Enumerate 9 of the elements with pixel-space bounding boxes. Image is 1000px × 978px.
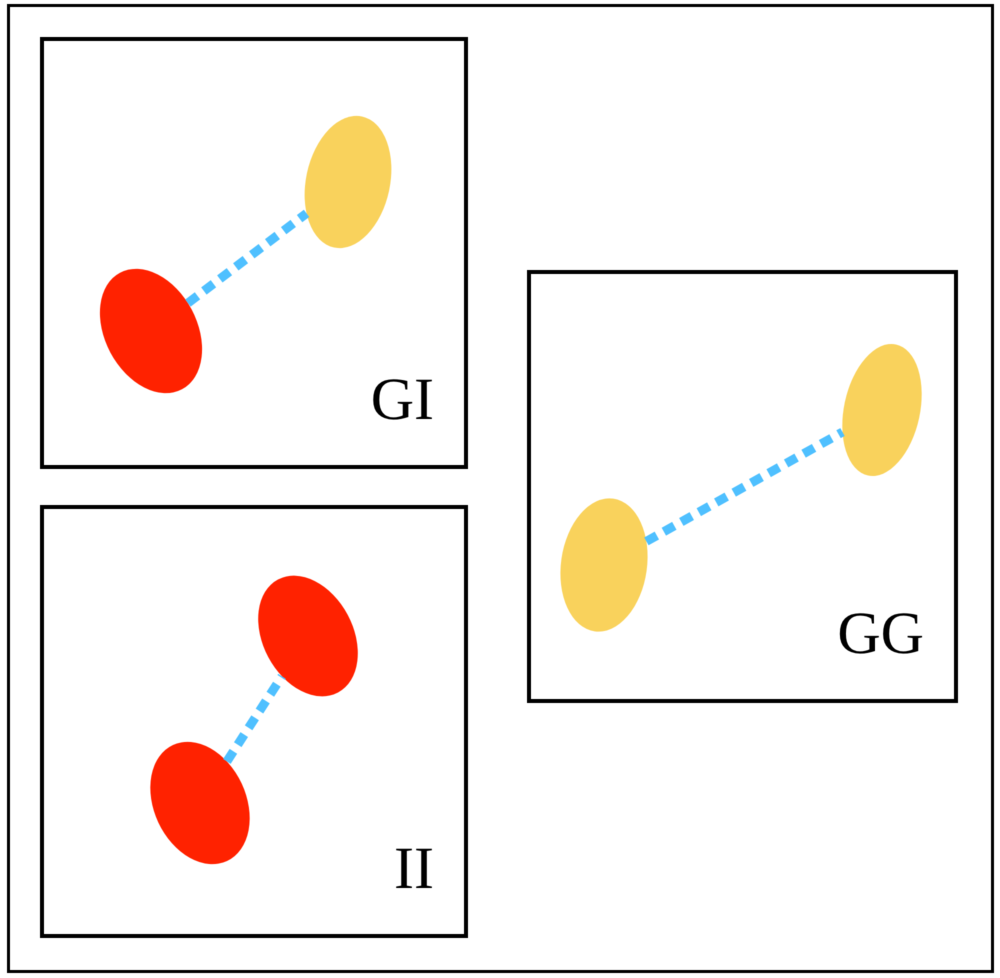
panel-label: II [394, 838, 434, 898]
panel-box [40, 505, 468, 938]
dashed-connector [644, 428, 845, 546]
panel-box [527, 270, 958, 703]
panel-box [40, 37, 468, 469]
dashed-connector [223, 674, 286, 764]
panel-label: GI [370, 369, 434, 429]
dashed-connector [185, 210, 310, 307]
panel-label: GG [837, 603, 924, 663]
